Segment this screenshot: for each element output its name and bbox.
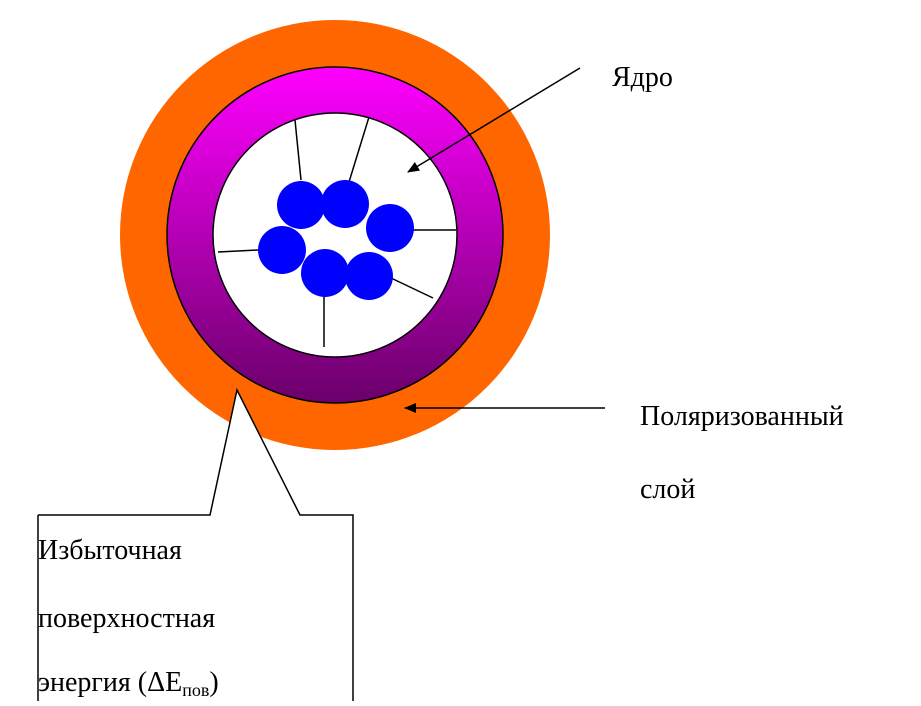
particle: [301, 249, 349, 297]
energy-suffix: ): [209, 667, 218, 698]
particle: [277, 181, 325, 229]
energy-prefix: энергия (ΔE: [38, 667, 182, 698]
particle: [258, 226, 306, 274]
particle: [345, 252, 393, 300]
particle: [366, 204, 414, 252]
core: [213, 113, 457, 357]
particle: [321, 180, 369, 228]
core-label: Ядро: [612, 64, 673, 92]
polarized-label-line2: слой: [640, 476, 695, 504]
energy-label-line3: энергия (ΔEпов): [38, 669, 219, 699]
energy-label-line1: Избыточная: [38, 537, 182, 565]
energy-subscript: пов: [182, 680, 209, 700]
energy-label-line2: поверхностная: [38, 605, 215, 633]
polarized-label-line1: Поляризованный: [640, 403, 844, 431]
